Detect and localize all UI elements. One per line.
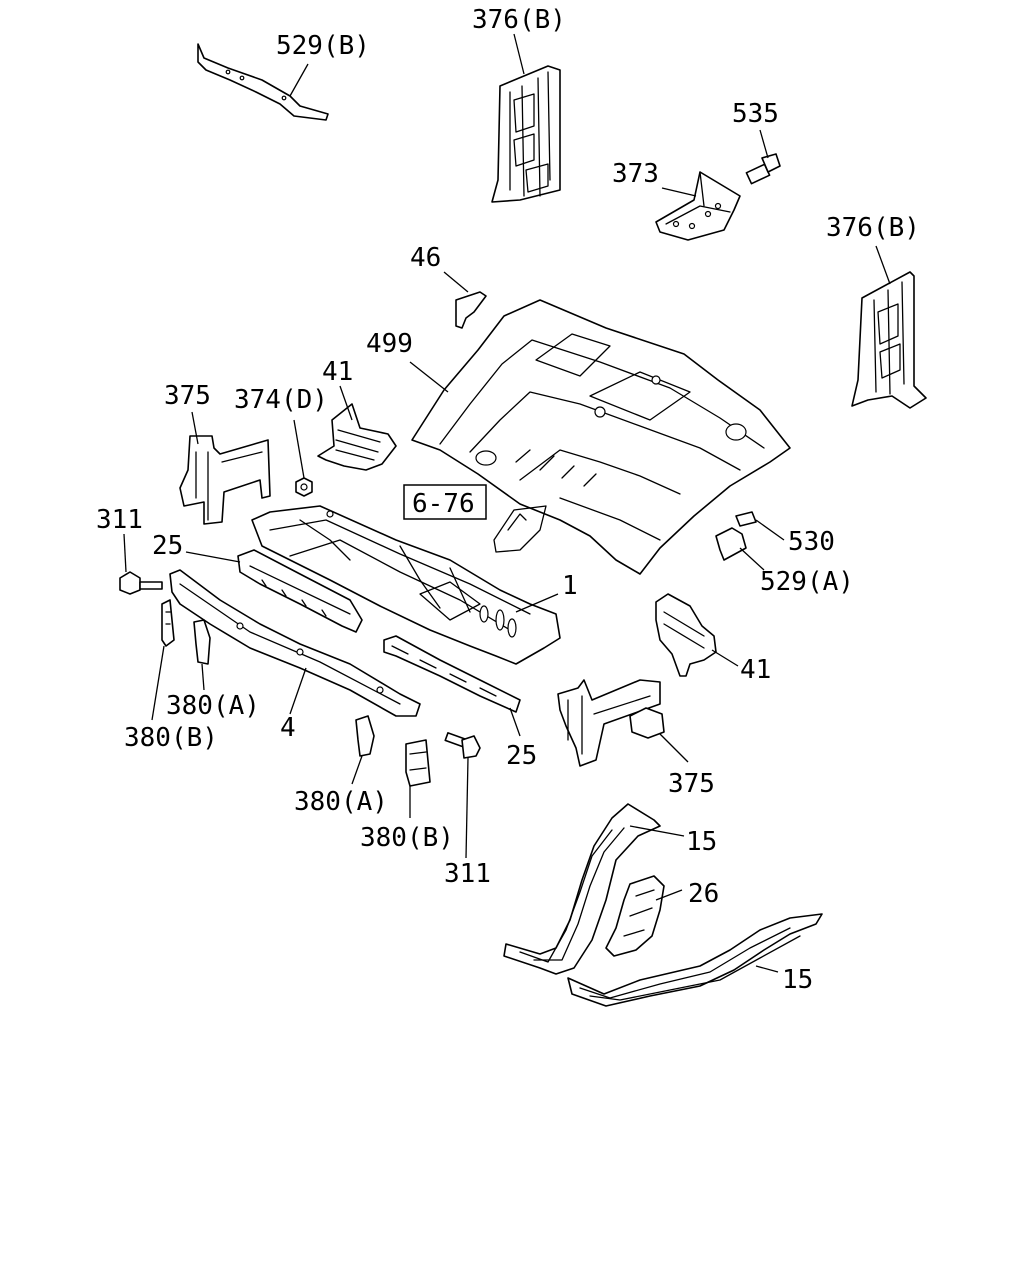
- callout-311-bottom: 311: [444, 859, 491, 889]
- part-15-lower-rail[interactable]: [567, 913, 823, 1007]
- callout-380a-left: 380(A): [166, 691, 260, 721]
- part-530-clip[interactable]: [735, 511, 757, 527]
- part-529b-brace[interactable]: [197, 43, 329, 121]
- callout-535: 535: [732, 99, 779, 129]
- callout-375-right: 375: [668, 769, 715, 799]
- callout-311-left: 311: [96, 505, 143, 535]
- callout-380b-left: 380(B): [124, 723, 218, 753]
- part-380b-left-clip[interactable]: [161, 599, 175, 647]
- part-380a-mid-clip[interactable]: [355, 715, 375, 757]
- part-26-bracket[interactable]: [605, 875, 665, 957]
- callout-15-lower: 15: [782, 965, 813, 995]
- part-380b-mid-clip[interactable]: [405, 739, 431, 787]
- callout-373: 373: [612, 159, 659, 189]
- part-373-bracket[interactable]: [655, 171, 741, 241]
- part-4-lower-rail[interactable]: [169, 569, 421, 717]
- part-529a-gusset[interactable]: [715, 527, 747, 561]
- part-41-right-bracket[interactable]: [655, 593, 717, 677]
- part-41-left-bracket[interactable]: [317, 403, 397, 471]
- callout-530: 530: [788, 527, 835, 557]
- callout-499: 499: [366, 329, 413, 359]
- reference-label: 6-76: [412, 489, 475, 519]
- part-311-bottom-bolt[interactable]: [444, 732, 481, 759]
- callout-529a: 529(A): [760, 567, 854, 597]
- callout-46: 46: [410, 243, 441, 273]
- callout-4: 4: [280, 713, 296, 743]
- part-311-left-bolt[interactable]: [119, 571, 163, 595]
- callout-380b-mid: 380(B): [360, 823, 454, 853]
- part-376b-pillar-right[interactable]: [851, 271, 927, 409]
- callout-25-right: 25: [506, 741, 537, 771]
- callout-380a-mid: 380(A): [294, 787, 388, 817]
- part-535-bolt[interactable]: [745, 153, 781, 185]
- callout-41-left: 41: [322, 357, 353, 387]
- part-25-left-rail[interactable]: [237, 549, 363, 633]
- callout-529b: 529(B): [276, 31, 370, 61]
- callout-375-left: 375: [164, 381, 211, 411]
- part-376b-pillar-top[interactable]: [491, 65, 561, 203]
- part-374d-nut[interactable]: [295, 477, 313, 497]
- callout-25-left: 25: [152, 531, 183, 561]
- part-380a-left-clip[interactable]: [193, 619, 211, 665]
- callout-376b-right: 376(B): [826, 213, 920, 243]
- reference-box-6-76[interactable]: 6-76: [403, 484, 547, 553]
- leader-lines: [123, 33, 891, 973]
- part-375-left-bracket[interactable]: [179, 435, 271, 525]
- callout-374d: 374(D): [234, 385, 328, 415]
- part-1-front-floor[interactable]: [251, 505, 561, 665]
- part-375-right-bracket[interactable]: [557, 679, 665, 767]
- callout-labels: 529(B) 376(B) 535 373 376(B) 46 499 41 3…: [96, 5, 920, 995]
- callout-1: 1: [562, 571, 578, 601]
- callout-26: 26: [688, 879, 719, 909]
- callout-376b-top: 376(B): [472, 5, 566, 35]
- part-46-bracket[interactable]: [455, 291, 487, 329]
- part-25-right-rail[interactable]: [383, 635, 521, 713]
- part-15-upper-rail[interactable]: [503, 803, 661, 975]
- callout-15-upper: 15: [686, 827, 717, 857]
- part-499-rear-floor-pan[interactable]: [411, 299, 791, 575]
- callout-41-right: 41: [740, 655, 771, 685]
